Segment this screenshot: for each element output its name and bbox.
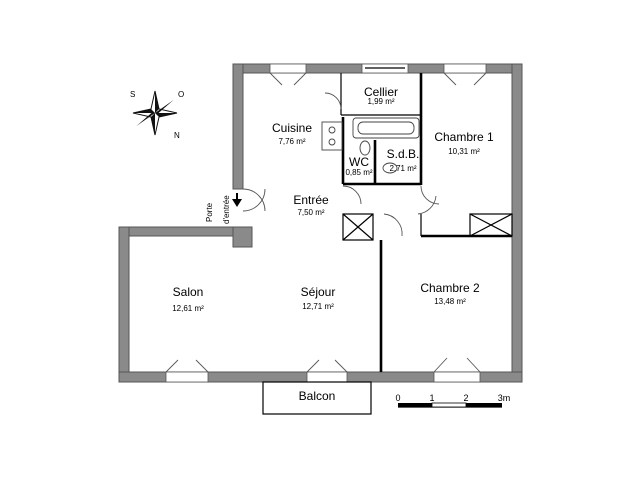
sejour-area: 12,71 m² — [302, 302, 334, 311]
chambre1-area: 10,31 m² — [448, 147, 480, 156]
chambre1-name: Chambre 1 — [434, 130, 494, 144]
entree-name: Entrée — [293, 193, 329, 207]
cellier-area: 1,99 m² — [367, 97, 394, 106]
balcon-name: Balcon — [299, 389, 336, 403]
entry-arrow-icon — [232, 193, 242, 207]
balcony — [262, 381, 372, 415]
scale-tick-1: 1 — [429, 393, 434, 403]
entree-area: 7,50 m² — [297, 208, 324, 217]
entry-door-label-2: d'entrée — [222, 195, 231, 224]
wc-area: 0,85 m² — [345, 168, 372, 177]
windows — [165, 63, 487, 383]
compass-rose — [132, 90, 178, 136]
salon-name: Salon — [173, 285, 204, 299]
entry-door-label-1: Porte — [205, 202, 214, 222]
scale-bar — [398, 402, 502, 408]
scale-tick-0: 0 — [395, 393, 400, 403]
chambre2-name: Chambre 2 — [420, 281, 480, 295]
cuisine-area: 7,76 m² — [278, 137, 305, 146]
interior-walls — [242, 73, 513, 372]
chambre2-area: 13,48 m² — [434, 297, 466, 306]
scale-tick-3: 3m — [498, 393, 511, 403]
cellier-name: Cellier — [364, 85, 398, 99]
sdb-area: 2,71 m² — [389, 164, 416, 173]
wc-name: WC — [349, 155, 369, 169]
compass-s-label: S — [130, 90, 135, 99]
compass-o-label: O — [178, 90, 184, 99]
outer-walls — [118, 63, 523, 383]
sdb-name: S.d.B. — [387, 147, 420, 161]
cuisine-name: Cuisine — [272, 121, 312, 135]
scale-tick-2: 2 — [463, 393, 468, 403]
sejour-name: Séjour — [301, 285, 336, 299]
compass-n-label: N — [174, 131, 180, 140]
salon-area: 12,61 m² — [172, 304, 204, 313]
